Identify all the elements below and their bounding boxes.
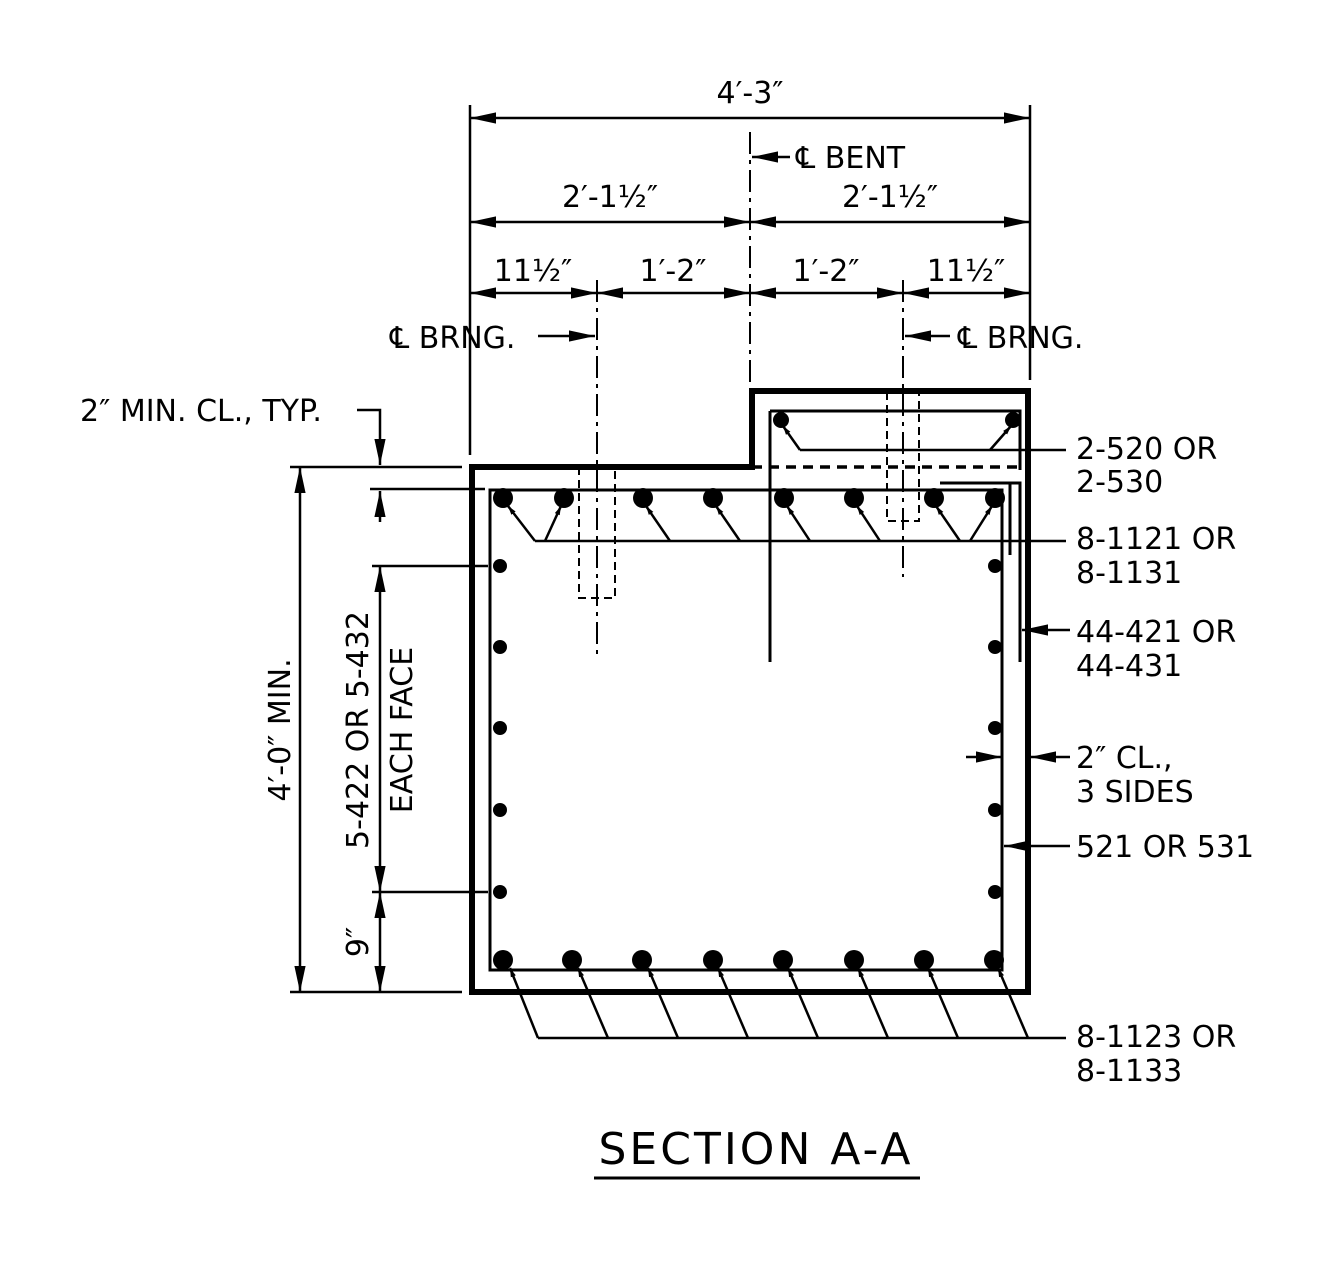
rebar-top bbox=[774, 488, 794, 508]
rebar-side-right bbox=[988, 885, 1002, 899]
rebar-side-right bbox=[988, 803, 1002, 817]
dim-bottom-spacing: 9″ bbox=[341, 927, 376, 957]
label-cl-bearing-right: ℄ BRNG. bbox=[957, 321, 1083, 356]
rebar-side-left bbox=[493, 885, 507, 899]
label-side-clear-2: 3 SIDES bbox=[1076, 775, 1194, 810]
rebar-side-left bbox=[493, 721, 507, 735]
rebar-side-left bbox=[493, 559, 507, 573]
rebar-top-small-left bbox=[773, 412, 789, 428]
rebar-bottom bbox=[773, 950, 793, 970]
label-bars-top-small-2: 2-530 bbox=[1076, 465, 1163, 500]
leader-lines-right bbox=[507, 425, 1070, 1040]
dim-inner-right: 1′-2″ bbox=[792, 254, 859, 289]
rebar-side-left bbox=[493, 803, 507, 817]
dim-edge-left: 11½″ bbox=[494, 254, 572, 289]
rebar-top bbox=[924, 488, 944, 508]
rebar-bottom bbox=[493, 950, 513, 970]
label-bars-bottom-1: 8-1123 OR bbox=[1076, 1020, 1236, 1055]
rebar-top bbox=[985, 488, 1005, 508]
rebar-bottom bbox=[984, 950, 1004, 970]
rebar-bottom bbox=[914, 950, 934, 970]
rebar-top bbox=[633, 488, 653, 508]
rebar-side-right bbox=[988, 721, 1002, 735]
rebar-bottom bbox=[632, 950, 652, 970]
dim-inner-left: 1′-2″ bbox=[639, 254, 706, 289]
section-title: SECTION A-A bbox=[599, 1124, 914, 1175]
rebar-top bbox=[844, 488, 864, 508]
dimension-lines-top bbox=[468, 105, 1032, 455]
concrete-outline bbox=[469, 388, 1031, 995]
top-bars bbox=[493, 488, 1005, 508]
rebar-top bbox=[493, 488, 513, 508]
label-cl-bent: ℄ BENT bbox=[795, 141, 906, 176]
side-bars bbox=[493, 559, 1002, 899]
label-bars-top-small-1: 2-520 OR bbox=[1076, 432, 1217, 467]
rebar-side-right bbox=[988, 559, 1002, 573]
dim-height: 4′-0″ MIN. bbox=[263, 658, 298, 801]
rebar-bottom bbox=[703, 950, 723, 970]
dim-edge-right: 11½″ bbox=[927, 254, 1005, 289]
label-cl-bearing-left: ℄ BRNG. bbox=[389, 321, 515, 356]
rebar-bottom bbox=[844, 950, 864, 970]
label-hoop: 521 OR 531 bbox=[1076, 830, 1254, 865]
hoop-521-outline bbox=[488, 488, 1004, 972]
label-side-clear-1: 2″ CL., bbox=[1076, 741, 1173, 776]
dim-side-bars-1: 5-422 OR 5-432 bbox=[341, 611, 376, 849]
stirrup-leg-right bbox=[940, 481, 1022, 662]
rebar-top bbox=[703, 488, 723, 508]
dim-side-bars-2: EACH FACE bbox=[385, 647, 420, 813]
dim-half-left: 2′-1½″ bbox=[562, 180, 658, 215]
bottom-bars bbox=[493, 950, 1004, 970]
rebar-top-small-right bbox=[1005, 412, 1021, 428]
rebar-side-right bbox=[988, 640, 1002, 654]
dimension-lines-left bbox=[290, 408, 488, 994]
label-bars-bottom-2: 8-1133 bbox=[1076, 1054, 1182, 1089]
label-stirrups-1: 44-421 OR bbox=[1076, 615, 1236, 650]
label-bars-top-1: 8-1121 OR bbox=[1076, 522, 1236, 557]
rebar-top bbox=[554, 488, 574, 508]
rebar-bottom bbox=[562, 950, 582, 970]
label-bars-top-2: 8-1131 bbox=[1076, 556, 1182, 591]
label-stirrups-2: 44-431 bbox=[1076, 649, 1182, 684]
dim-overall-width: 4′-3″ bbox=[716, 76, 783, 111]
dim-half-right: 2′-1½″ bbox=[842, 180, 938, 215]
rebar-side-left bbox=[493, 640, 507, 654]
label-top-clear: 2″ MIN. CL., TYP. bbox=[80, 394, 322, 429]
